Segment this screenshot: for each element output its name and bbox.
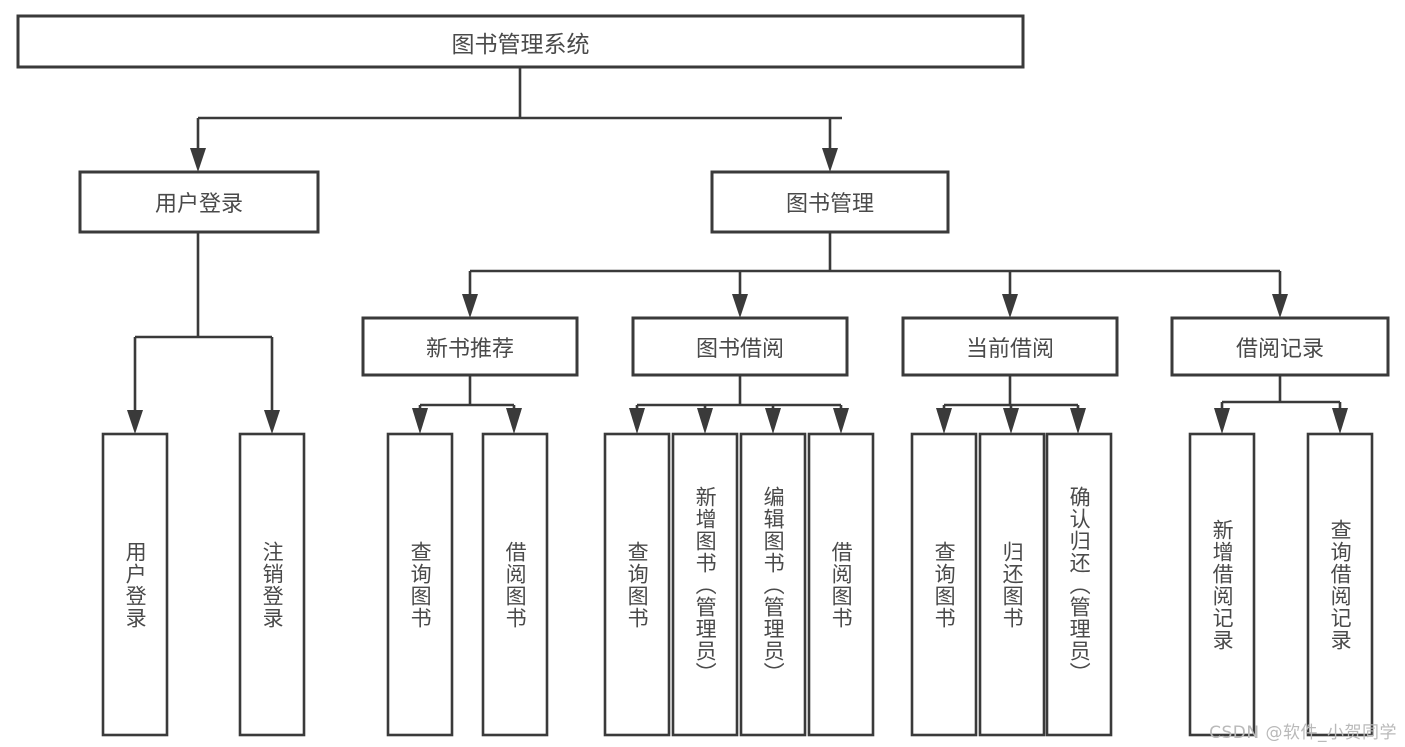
node-box-leaf-query-book-2[interactable] bbox=[603, 432, 671, 737]
node-box-leaf-query-book-1[interactable] bbox=[386, 432, 454, 737]
arrow-head-leaf-borrow-book-2 bbox=[833, 408, 849, 434]
node-box-leaf-user-login[interactable] bbox=[101, 432, 169, 737]
node-box-book-borrow[interactable] bbox=[631, 316, 849, 377]
node-box-leaf-edit-book[interactable] bbox=[739, 432, 807, 737]
node-box-leaf-query-book-3[interactable] bbox=[910, 432, 978, 737]
node-box-new-book-rec[interactable] bbox=[361, 316, 579, 377]
node-box-book-manage[interactable] bbox=[710, 170, 950, 234]
watermark-text: CSDN @软件_小贺同学 bbox=[1209, 723, 1397, 743]
node-box-leaf-add-book[interactable] bbox=[671, 432, 739, 737]
node-box-root[interactable] bbox=[16, 14, 1025, 69]
edge-new-book-rec-to-leaves bbox=[412, 375, 522, 434]
arrow-head-leaf-edit-book bbox=[765, 408, 781, 434]
node-box-leaf-confirm-return[interactable] bbox=[1045, 432, 1113, 737]
node-box-leaf-add-record[interactable] bbox=[1188, 432, 1256, 737]
edge-root-to-level2 bbox=[190, 67, 842, 172]
arrow-head-leaf-confirm-return bbox=[1070, 408, 1086, 434]
arrow-head-leaf-query-book-3 bbox=[936, 408, 952, 434]
node-box-leaf-query-record[interactable] bbox=[1306, 432, 1374, 737]
arrow-head-book-manage bbox=[822, 148, 838, 172]
arrow-head-leaf-logout bbox=[264, 410, 280, 434]
arrow-head-current-borrow bbox=[1002, 294, 1018, 318]
arrow-head-leaf-query-book-2 bbox=[629, 408, 645, 434]
node-box-leaf-return-book[interactable] bbox=[978, 432, 1046, 737]
arrow-head-leaf-user-login bbox=[127, 410, 143, 434]
arrow-head-leaf-return-book bbox=[1003, 408, 1019, 434]
arrow-head-new-book-rec bbox=[462, 294, 478, 318]
node-box-leaf-logout[interactable] bbox=[238, 432, 306, 737]
edge-borrow-record-to-leaves bbox=[1214, 375, 1348, 434]
arrow-head-leaf-query-record bbox=[1332, 408, 1348, 434]
node-box-borrow-record[interactable] bbox=[1170, 316, 1390, 377]
arrow-head-leaf-add-record bbox=[1214, 408, 1230, 434]
arrow-head-leaf-add-book bbox=[697, 408, 713, 434]
arrow-head-user-login bbox=[190, 148, 206, 172]
node-box-user-login[interactable] bbox=[78, 170, 320, 234]
node-box-current-borrow[interactable] bbox=[901, 316, 1119, 377]
edge-current-borrow-to-leaves bbox=[936, 375, 1086, 434]
edge-book-manage-to-level3 bbox=[462, 232, 1288, 318]
node-box-leaf-borrow-book-1[interactable] bbox=[481, 432, 549, 737]
edge-user-login-to-leaves bbox=[127, 232, 280, 434]
arrow-head-leaf-borrow-book-1 bbox=[506, 408, 522, 434]
node-box-leaf-borrow-book-2[interactable] bbox=[807, 432, 875, 737]
edge-book-borrow-to-leaves bbox=[629, 375, 849, 434]
arrow-head-borrow-record bbox=[1272, 294, 1288, 318]
arrow-head-leaf-query-book-1 bbox=[412, 408, 428, 434]
arrow-head-book-borrow bbox=[732, 294, 748, 318]
